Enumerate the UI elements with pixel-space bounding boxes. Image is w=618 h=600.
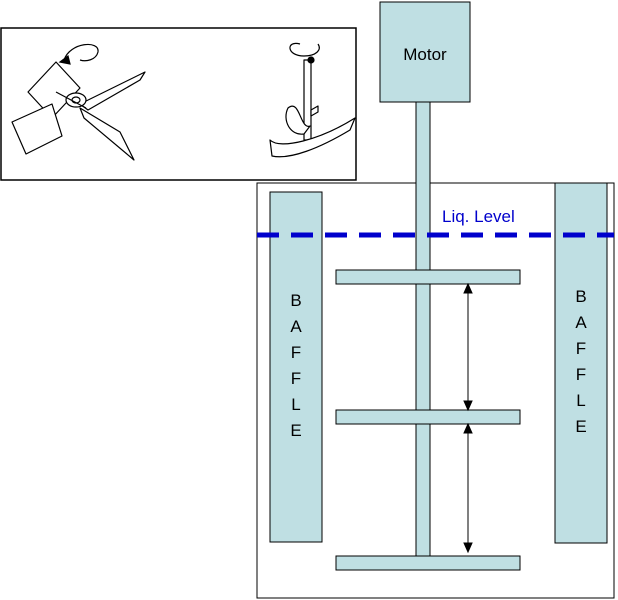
motor: Motor — [379, 1, 471, 103]
baffle-right-letter: B — [575, 287, 586, 306]
baffle-right-letter: L — [576, 391, 585, 410]
baffle-right-letter: F — [576, 339, 586, 358]
rotation-arrow-icon — [289, 42, 320, 64]
impeller-top — [335, 269, 521, 285]
baffle-right-letter: E — [575, 417, 586, 436]
baffle-right-plate — [554, 182, 608, 544]
baffle-right-letter: F — [576, 365, 586, 384]
baffle-left-letter: F — [291, 369, 301, 388]
baffle-left-letter: L — [291, 395, 300, 414]
impeller-middle — [335, 409, 521, 425]
baffle-right-letter: A — [575, 313, 587, 332]
baffle-left-letter: B — [290, 291, 301, 310]
baffle-left-plate — [269, 191, 323, 543]
shaft — [415, 101, 431, 557]
baffle-left: B A F F L E — [269, 191, 323, 543]
rotation-arrow-icon — [58, 43, 99, 65]
baffle-left-letter: F — [291, 343, 301, 362]
baffle-right: B A F F L E — [554, 182, 608, 544]
impeller-spacing-arrow-lower — [463, 422, 473, 554]
impeller-bottom — [335, 555, 521, 571]
baffle-left-letter: E — [290, 421, 301, 440]
tank — [256, 182, 615, 599]
impeller-inset — [0, 27, 357, 181]
impeller-spacing-arrow-upper — [463, 282, 473, 412]
baffle-left-letter: A — [290, 317, 302, 336]
motor-label: Motor — [403, 45, 447, 64]
liquid-level-label: Liq. Level — [442, 207, 515, 226]
pitched-blade-turbine-icon — [11, 61, 146, 161]
